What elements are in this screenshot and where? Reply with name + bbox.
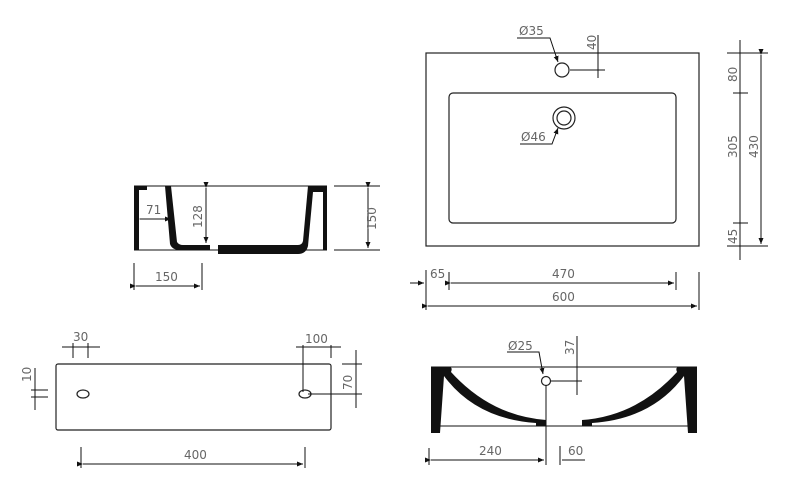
dim-hole-height: 70 <box>341 375 355 390</box>
basin-outline <box>425 52 700 247</box>
dim-hole-spacing-left: 30 <box>73 330 88 344</box>
dim-total-height: 150 <box>365 207 379 230</box>
bowl-outline <box>448 92 677 224</box>
dim-front-margin: 45 <box>726 229 740 244</box>
dim-drain-diameter: Ø46 <box>521 130 546 144</box>
dim-hole-offset: 10 <box>20 367 34 382</box>
dim-hole-distance: 400 <box>184 448 207 462</box>
drain-outer <box>552 106 576 130</box>
top-view: Ø35 40 Ø46 80 305 430 45 65 470 600 <box>410 24 768 310</box>
dim-front-drain-offset: 240 <box>479 444 502 458</box>
dim-hole-spacing-right: 100 <box>305 332 328 346</box>
dim-front-overflow-offset: 37 <box>563 340 577 355</box>
dim-bowl-width: 470 <box>552 267 575 281</box>
dim-front-drain-width: 60 <box>568 444 583 458</box>
overflow-hole <box>554 62 570 78</box>
dim-front-overflow-diameter: Ø25 <box>508 339 533 353</box>
left-hole <box>76 389 90 399</box>
dim-overflow-diameter: Ø35 <box>519 24 544 38</box>
side-section: 71 128 150 150 <box>130 182 380 290</box>
dim-total-width: 600 <box>552 290 575 304</box>
back-view: 30 10 100 70 400 <box>20 330 362 468</box>
dim-bowl-depth: 305 <box>726 135 740 158</box>
dim-wall-thickness: 71 <box>146 203 161 217</box>
overflow-hole-front <box>540 375 552 387</box>
dim-back-margin: 80 <box>726 67 740 82</box>
drain-inner <box>556 110 572 126</box>
dim-inner-height: 128 <box>191 205 205 228</box>
dim-side-margin: 65 <box>430 267 445 281</box>
dim-drain-offset: 150 <box>155 270 178 284</box>
dim-total-depth: 430 <box>747 135 761 158</box>
front-section: Ø25 37 240 60 <box>425 336 697 465</box>
back-panel <box>55 363 332 431</box>
dim-overflow-offset: 40 <box>585 35 599 50</box>
